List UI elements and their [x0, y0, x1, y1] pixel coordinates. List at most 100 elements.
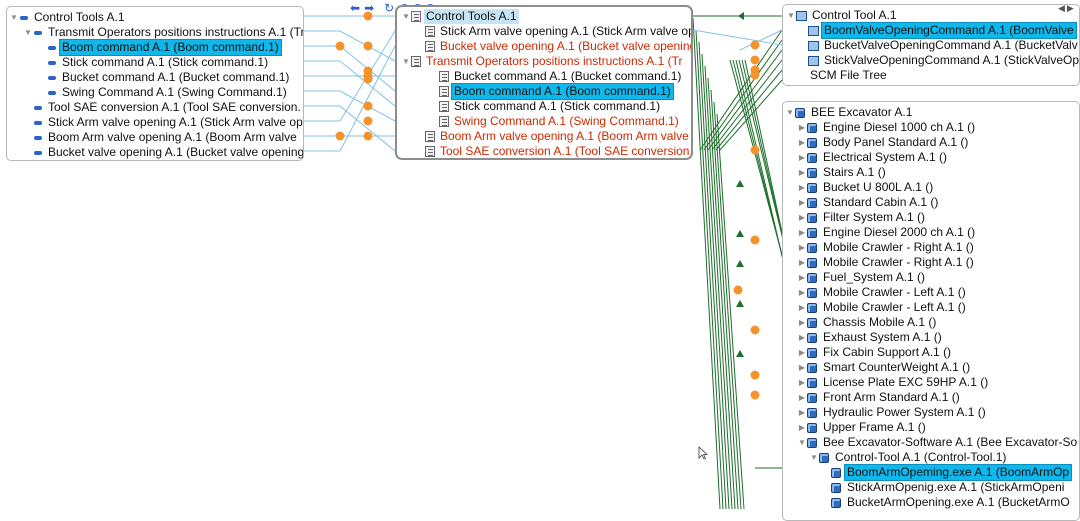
expand-triangle-closed-icon[interactable]: ▶	[798, 258, 806, 267]
tree-row[interactable]: ▶Fuel_System A.1 ()	[797, 270, 927, 285]
scroll-right-icon[interactable]: ▶	[1066, 3, 1074, 13]
tree-row-label: Stairs A.1 ()	[823, 165, 886, 179]
tree-row[interactable]: ▶Fix Cabin Support A.1 ()	[797, 345, 953, 360]
tree-row[interactable]: ▼Bee Excavator-Software A.1 (Bee Excavat…	[797, 435, 1079, 450]
expand-triangle-closed-icon[interactable]: ▶	[798, 273, 806, 282]
tree-row[interactable]: ▶Upper Frame A.1 ()	[797, 420, 928, 435]
expand-triangle-closed-icon[interactable]: ▶	[798, 363, 806, 372]
tree-row[interactable]: ▼ Control Tools A.1	[401, 9, 519, 24]
tree-row[interactable]: ▶Standard Cabin A.1 ()	[797, 195, 940, 210]
expand-triangle-open-icon[interactable]: ▼	[787, 11, 795, 20]
tree-row[interactable]: Stick command A.1 (Stick command.1)	[429, 99, 662, 114]
tree-row[interactable]: ▶ Engine Diesel 1000 ch A.1 ()	[797, 120, 977, 135]
tree-row-label: SCM File Tree	[810, 68, 887, 82]
link-line	[703, 39, 783, 151]
tree-row[interactable]: ▶Mobile Crawler - Left A.1 ()	[797, 300, 968, 315]
panel-bee-excavator: ▼BEE Excavator A.1 ▶ Engine Diesel 1000 ch…	[782, 101, 1080, 521]
tree-row-label: Control Tools A.1	[424, 9, 519, 24]
tree-row[interactable]: Bucket command A.1 (Bucket command.1)	[37, 70, 291, 85]
part-cube-icon	[807, 362, 817, 373]
tree-row[interactable]: ▼Control-Tool A.1 (Control-Tool.1)	[809, 450, 1008, 465]
tree-row[interactable]: ▶Exhaust System A.1 ()	[797, 330, 944, 345]
expand-triangle-closed-icon[interactable]: ▶	[798, 318, 806, 327]
tree-row[interactable]: BucketArmOpening.exe A.1 (BucketArmO	[821, 495, 1072, 510]
tree-row[interactable]: ▶Mobile Crawler - Right A.1 ()	[797, 255, 976, 270]
expand-triangle-closed-icon[interactable]: ▶	[798, 183, 806, 192]
tree-row[interactable]: Swing Command A.1 (Swing Command.1)	[429, 114, 681, 129]
tree-row[interactable]: BoomValveOpeningCommand A.1 (BoomValve	[798, 22, 1077, 39]
expand-triangle-open-icon[interactable]: ▼	[10, 13, 18, 22]
expand-triangle-closed-icon[interactable]: ▶	[798, 168, 806, 177]
expand-triangle-open-icon[interactable]: ▼	[786, 108, 794, 117]
tree-row-label: Mobile Crawler - Right A.1 ()	[823, 240, 974, 254]
expand-triangle-closed-icon[interactable]: ▶	[798, 153, 806, 162]
tree-row[interactable]: ▶Engine Diesel 2000 ch A.1 ()	[797, 225, 977, 240]
tree-row[interactable]: BoomArmOpeming.exe A.1 (BoomArmOp	[821, 464, 1073, 481]
tree-row[interactable]: Bucket valve opening A.1 (Bucket valve o…	[23, 145, 303, 160]
tree-row[interactable]: ▼Transmit Operators positions instructio…	[23, 25, 303, 40]
link-line	[739, 29, 783, 51]
expand-triangle-closed-icon[interactable]: ▶	[798, 123, 806, 132]
tree-row[interactable]: ▶ Stairs A.1 ()	[797, 165, 888, 180]
expand-triangle-closed-icon[interactable]: ▶	[798, 213, 806, 222]
expand-triangle-closed-icon[interactable]: ▶	[798, 378, 806, 387]
part-cube-icon	[807, 332, 817, 343]
expand-triangle-closed-icon[interactable]: ▶	[798, 393, 806, 402]
expand-triangle-open-icon[interactable]: ▼	[402, 12, 410, 21]
scroll-left-icon[interactable]: ◀	[1058, 3, 1065, 13]
tree-row-label: Engine Diesel 1000 ch A.1 ()	[823, 120, 976, 134]
expand-triangle-open-icon[interactable]: ▼	[798, 438, 806, 447]
tree-row[interactable]: ▼Transmit Operators positions instructio…	[401, 54, 685, 69]
tree-row[interactable]: Stick Arm valve opening A.1 (Stick Arm v…	[415, 24, 691, 39]
expand-triangle-closed-icon[interactable]: ▶	[798, 423, 806, 432]
tree-row[interactable]: Tool SAE conversion A.1 (Tool SAE conver…	[415, 144, 691, 158]
tree-row[interactable]: ▶Filter System A.1 ()	[797, 210, 927, 225]
tree-row[interactable]: ▶Mobile Crawler - Left A.1 ()	[797, 285, 968, 300]
tree-row[interactable]: Bucket valve opening A.1 (Bucket valve o…	[415, 39, 691, 54]
tree-row[interactable]: ▶Body Panel Standard A.1 ()	[797, 135, 970, 150]
tree-row[interactable]: Stick Arm valve opening A.1 (Stick Arm v…	[23, 115, 303, 130]
tree-row[interactable]: ▼BEE Excavator A.1	[785, 105, 914, 120]
expand-triangle-open-icon[interactable]: ▼	[402, 57, 410, 66]
expand-triangle-closed-icon[interactable]: ▶	[798, 333, 806, 342]
refresh-icon[interactable]: ↻	[384, 1, 395, 15]
expand-triangle-open-icon[interactable]: ▼	[810, 453, 818, 462]
expand-triangle-closed-icon[interactable]: ▶	[798, 138, 806, 147]
tree-row[interactable]: Tool SAE conversion A.1 (Tool SAE conver…	[23, 100, 303, 115]
expand-triangle-closed-icon[interactable]: ▶	[798, 408, 806, 417]
tree-row[interactable]: ▶Smart CounterWeight A.1 ()	[797, 360, 972, 375]
tree-row[interactable]: ▶Electrical System A.1 ()	[797, 150, 949, 165]
expand-triangle-open-icon[interactable]: ▼	[24, 28, 32, 37]
tree-row[interactable]: ▶Chassis Mobile A.1 ()	[797, 315, 938, 330]
expand-triangle-closed-icon[interactable]: ▶	[798, 243, 806, 252]
tree-row[interactable]: BucketValveOpeningCommand A.1 (BucketVal…	[798, 38, 1079, 53]
requirement-dash-icon	[34, 120, 42, 125]
tree-row[interactable]: Boom Arm valve opening A.1 (Boom Arm val…	[415, 129, 691, 144]
tree-row-label: Stick command A.1 (Stick command.1)	[62, 55, 269, 69]
tree-row[interactable]: Boom Arm valve opening A.1 (Boom Arm val…	[23, 130, 299, 145]
tree-row[interactable]: ▼Control Tool A.1	[786, 8, 899, 23]
tree-row[interactable]: Bucket command A.1 (Bucket command.1)	[429, 69, 683, 84]
expand-triangle-closed-icon[interactable]: ▶	[798, 288, 806, 297]
part-cube-icon	[807, 422, 817, 433]
expand-triangle-closed-icon[interactable]: ▶	[798, 228, 806, 237]
tree-row[interactable]: StickValveOpeningCommand A.1 (StickValve…	[798, 53, 1079, 68]
part-cube-icon	[807, 182, 817, 193]
tree-row[interactable]: ▶ Mobile Crawler - Right A.1 ()	[797, 240, 976, 255]
tree-row[interactable]: ▶License Plate EXC 59HP A.1 ()	[797, 375, 990, 390]
tree-row[interactable]: ▶Front Arm Standard A.1 ()	[797, 390, 962, 405]
tree-row[interactable]: ▶Bucket U 800L A.1 ()	[797, 180, 935, 195]
tree-row[interactable]: Swing Command A.1 (Swing Command.1)	[37, 85, 289, 100]
tree-row[interactable]: Boom command A.1 (Boom command.1)	[37, 39, 282, 56]
tree-row[interactable]: Stick command A.1 (Stick command.1)	[37, 55, 270, 70]
tree-row[interactable]: Boom command A.1 (Boom command.1)	[429, 83, 674, 100]
tree-row[interactable]: ▼Control Tools A.1	[9, 10, 127, 25]
expand-triangle-closed-icon[interactable]: ▶	[798, 198, 806, 207]
tree-row[interactable]: StickArmOpenig.exe A.1 (StickArmOpeni	[821, 480, 1066, 495]
expand-triangle-closed-icon[interactable]: ▶	[798, 303, 806, 312]
tree-row[interactable]: SCM File Tree	[798, 68, 889, 83]
expand-triangle-closed-icon[interactable]: ▶	[798, 348, 806, 357]
arrow-right-icon[interactable]: ➡	[364, 1, 375, 15]
tree-row[interactable]: ▶Hydraulic Power System A.1 ()	[797, 405, 988, 420]
arrow-left-icon[interactable]: ⬅	[350, 1, 361, 15]
